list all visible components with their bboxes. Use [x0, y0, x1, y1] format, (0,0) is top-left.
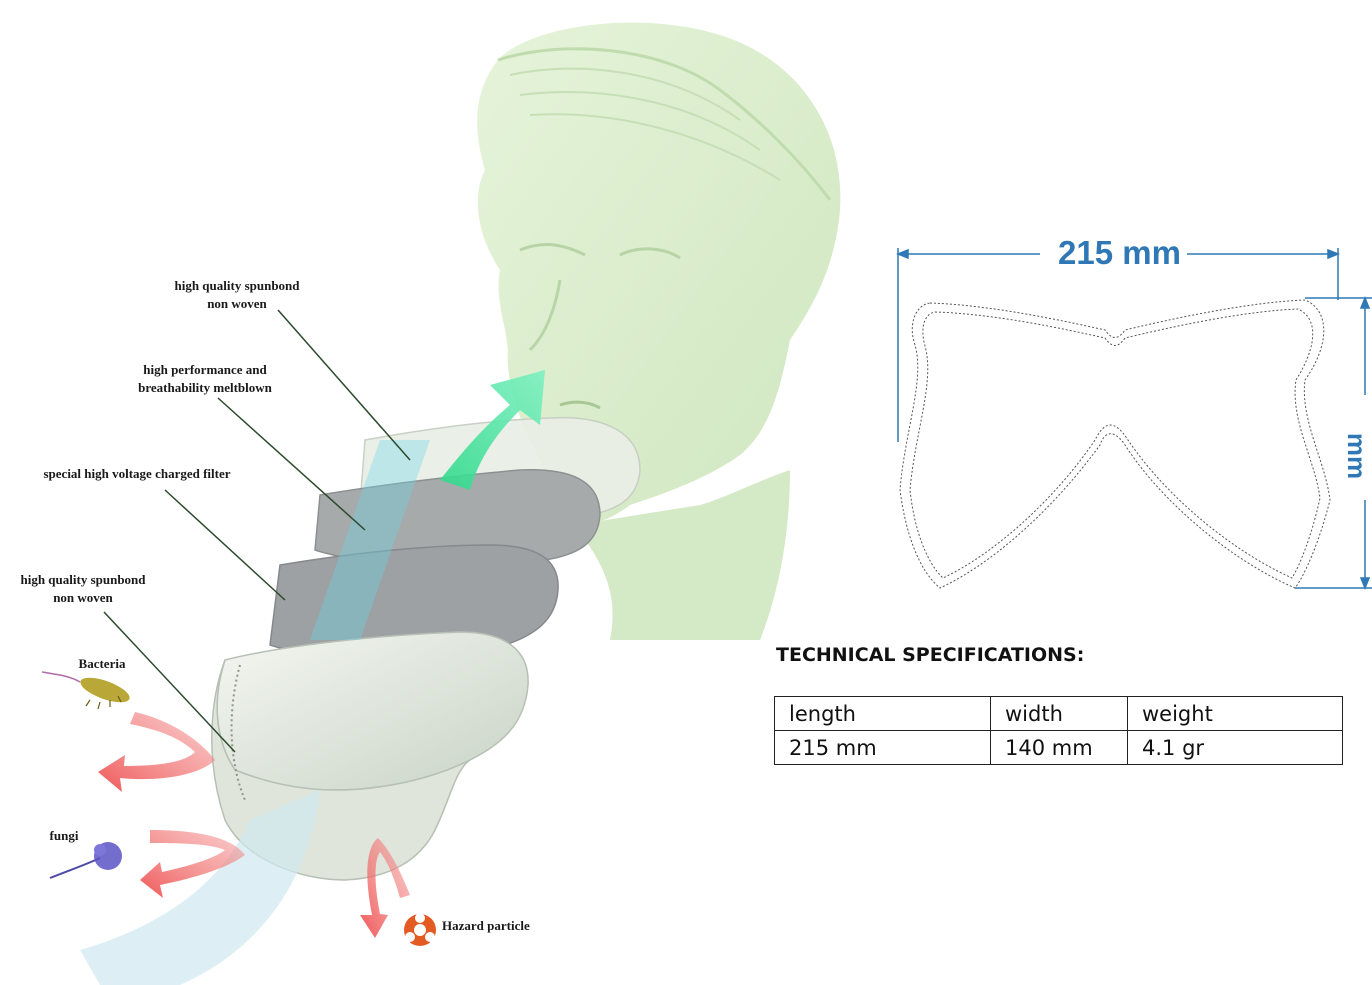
label-outer-spunbond: high quality spunbond non woven: [160, 277, 314, 313]
label-line-1: high quality spunbond: [6, 571, 160, 589]
label-line-1: high quality spunbond: [160, 277, 314, 295]
dimension-width-label: 215 mm: [1052, 234, 1187, 272]
label-line-2: non woven: [160, 295, 314, 313]
label-line-1: high performance and: [120, 361, 290, 379]
spec-title: TECHNICAL SPECIFICATIONS:: [776, 644, 1084, 666]
mask-outline: [900, 300, 1330, 588]
dimension-lines: [898, 248, 1372, 588]
spec-value-length: 215 mm: [775, 731, 991, 765]
spec-table: length width weight 215 mm 140 mm 4.1 gr: [774, 696, 1343, 765]
spec-value-row: 215 mm 140 mm 4.1 gr: [775, 731, 1343, 765]
dimension-height-label: 140 mm: [1341, 411, 1372, 501]
label-charged-filter: special high voltage charged filter: [22, 465, 252, 483]
hazard-icon: [404, 913, 436, 946]
label-line-2: non woven: [6, 589, 160, 607]
spec-value-weight: 4.1 gr: [1128, 731, 1343, 765]
label-line-2: breathability meltblown: [120, 379, 290, 397]
label-line-1: special high voltage charged filter: [22, 465, 252, 483]
spec-header-row: length width weight: [775, 697, 1343, 731]
spec-value-width: 140 mm: [991, 731, 1128, 765]
spec-header-width: width: [991, 697, 1128, 731]
spec-header-length: length: [775, 697, 991, 731]
label-hazard-particle: Hazard particle: [442, 918, 530, 934]
incoming-air-band: [80, 790, 320, 985]
bacteria-icon: [42, 672, 133, 709]
label-bacteria: Bacteria: [70, 655, 134, 673]
label-meltblown: high performance and breathability meltb…: [120, 361, 290, 397]
spec-header-weight: weight: [1128, 697, 1343, 731]
label-inner-spunbond: high quality spunbond non woven: [6, 571, 160, 607]
fungi-icon: [50, 842, 122, 878]
label-fungi: fungi: [44, 827, 84, 845]
